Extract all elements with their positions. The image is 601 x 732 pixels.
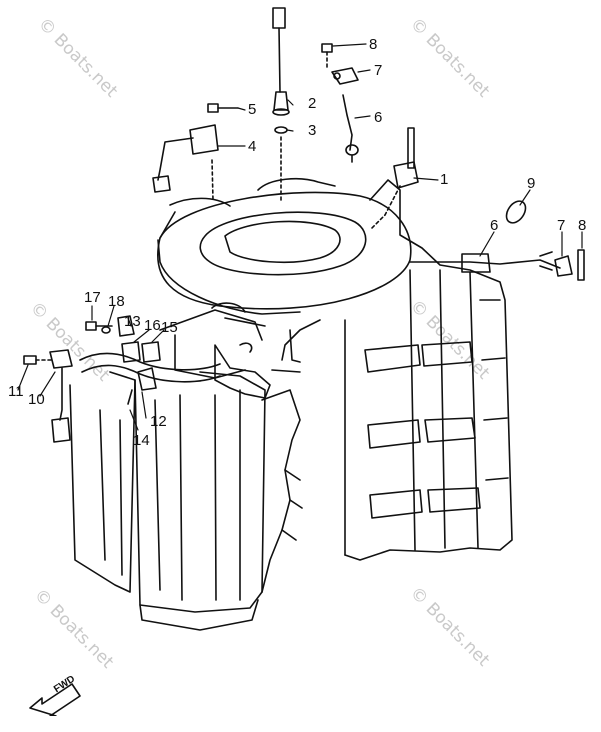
callout-14: 14 <box>133 432 150 449</box>
callout-2: 2 <box>308 95 317 112</box>
callout-16: 16 <box>144 317 161 334</box>
callout-12: 12 <box>150 413 167 430</box>
part-8-screw <box>321 43 333 69</box>
part-17-screw <box>85 321 113 331</box>
forward-arrow-icon <box>29 683 81 716</box>
callout-7: 7 <box>374 62 383 79</box>
part-12-holder <box>137 367 157 391</box>
leader-lines <box>17 43 583 431</box>
part-6-wire-lead-right <box>409 251 561 273</box>
part-14-hose <box>79 352 221 405</box>
callout-6-right: 6 <box>490 217 499 234</box>
callout-3: 3 <box>308 122 317 139</box>
callout-1: 1 <box>440 171 449 188</box>
part-5-bolt <box>207 103 239 113</box>
callout-10: 10 <box>28 391 45 408</box>
part-9-grommet <box>505 200 527 224</box>
part-18-washer <box>101 326 111 334</box>
throttle-linkage <box>159 302 301 399</box>
part-7-clamp <box>331 67 359 85</box>
part-2-switch <box>272 7 290 116</box>
callout-5: 5 <box>248 101 257 118</box>
callout-9: 9 <box>527 175 536 192</box>
lower-engine-body <box>69 371 303 631</box>
part-15-joint <box>141 341 161 363</box>
part-11-bolt <box>23 355 53 365</box>
callout-15: 15 <box>161 319 178 336</box>
callout-6: 6 <box>374 109 383 126</box>
callout-8: 8 <box>369 36 378 53</box>
part-8-screw-right <box>577 249 585 281</box>
callout-7-right: 7 <box>557 217 566 234</box>
part-16-clamp <box>121 341 141 363</box>
part-6-wire-lead <box>342 94 359 163</box>
cylinder-block <box>281 179 513 561</box>
part-7-clamp-right <box>554 255 573 277</box>
part-13-clip <box>117 315 135 337</box>
callout-11: 11 <box>8 383 24 400</box>
callout-13: 13 <box>124 313 141 330</box>
flywheel-cover <box>157 177 412 315</box>
part-3-washer <box>274 126 288 201</box>
callout-17: 17 <box>84 289 101 306</box>
part-10-sensor <box>49 349 73 443</box>
part-1-sensor <box>369 127 419 231</box>
callout-8-right: 8 <box>578 217 587 234</box>
callout-4: 4 <box>248 138 257 155</box>
part-4-bracket <box>152 124 219 201</box>
callout-18: 18 <box>108 293 125 310</box>
